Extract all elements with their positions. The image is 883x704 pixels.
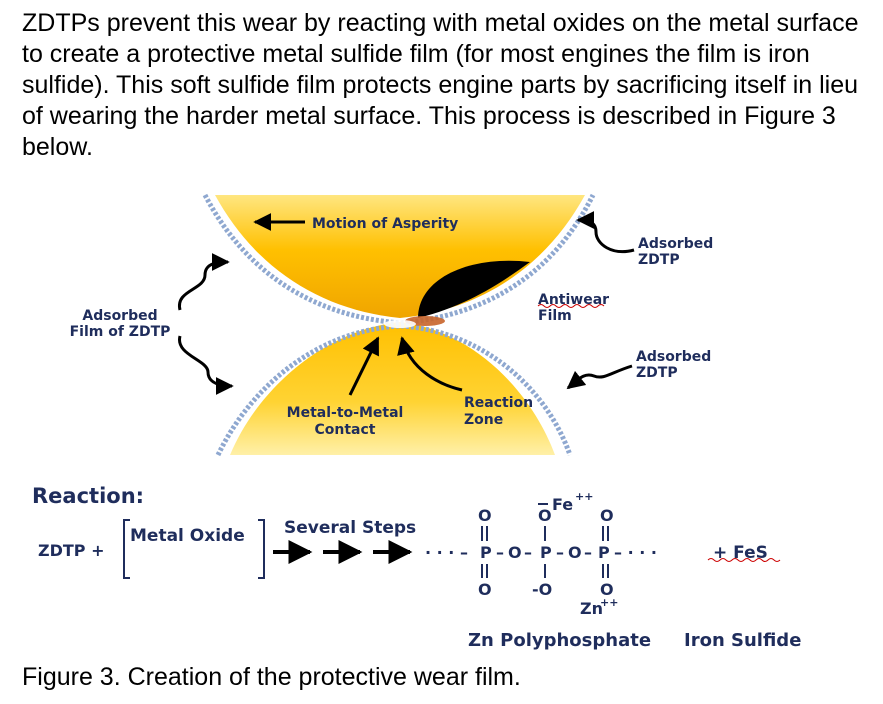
several-steps-label: Several Steps bbox=[284, 518, 416, 538]
oxygen-top-3: O bbox=[600, 506, 614, 525]
oxygen-top-1: O bbox=[478, 506, 492, 525]
zn-polyphosphate-label: Zn Polyphosphate bbox=[468, 630, 651, 651]
upper-asperity bbox=[215, 195, 585, 318]
motion-of-asperity-label: Motion of Asperity bbox=[312, 216, 458, 232]
svg-text:P: P bbox=[480, 543, 492, 562]
polyphosphate-structure: · · · – P – O – P – O – P – · · · bbox=[425, 543, 657, 562]
adsorbed-left-label-1: Adsorbed bbox=[82, 308, 157, 324]
zn-charge: ++ bbox=[600, 596, 618, 609]
pointer-reaction-zone bbox=[397, 336, 463, 392]
adsorbed-right-label-1: Adsorbed bbox=[636, 349, 711, 365]
svg-text:P: P bbox=[540, 543, 552, 562]
fe-ion: Fe bbox=[552, 495, 573, 514]
pointer-left-upper bbox=[178, 253, 230, 311]
zn-ion: Zn bbox=[580, 599, 603, 618]
pointer-left-lower bbox=[178, 335, 234, 395]
contact-label-1: Metal-to-Metal bbox=[287, 405, 404, 421]
pointer-right-lower bbox=[566, 364, 633, 390]
bracket-right bbox=[258, 519, 265, 579]
contact-label-2: Contact bbox=[315, 422, 376, 438]
svg-text:–: – bbox=[556, 543, 564, 562]
svg-text:O: O bbox=[568, 543, 582, 562]
oxygen-bottom-1: O bbox=[478, 580, 492, 599]
antiwear-film bbox=[418, 260, 530, 318]
pointer-contact bbox=[348, 336, 380, 396]
adsorbed-top-label-1: Adsorbed bbox=[638, 236, 713, 252]
zdtp-plus: ZDTP + bbox=[38, 541, 105, 560]
antiwear-label-1: Antiwear bbox=[538, 292, 609, 308]
reaction-zone-label-1: Reaction bbox=[464, 395, 533, 411]
intro-paragraph: ZDTPs prevent this wear by reacting with… bbox=[22, 9, 859, 161]
pointer-top-right bbox=[576, 211, 635, 253]
svg-text:· · · –: · · · – bbox=[425, 543, 468, 562]
oxygen-bottom-3: O bbox=[600, 580, 614, 599]
svg-text:–: – bbox=[524, 543, 532, 562]
antiwear-label-2: Film bbox=[538, 308, 572, 324]
adsorbed-right-label-2: ZDTP bbox=[636, 365, 678, 381]
iron-sulfide-label: Iron Sulfide bbox=[684, 630, 801, 651]
metal-oxide-label: Metal Oxide bbox=[130, 526, 245, 546]
svg-text:–: – bbox=[496, 543, 504, 562]
lower-asperity bbox=[230, 322, 555, 455]
svg-text:–: – bbox=[584, 543, 592, 562]
adsorbed-top-label-2: ZDTP bbox=[638, 252, 680, 268]
plus-fes-label: + FeS bbox=[713, 543, 768, 563]
oxygen-bottom-2: -O bbox=[532, 580, 552, 599]
reaction-zone-label-2: Zone bbox=[464, 412, 503, 428]
svg-text:P: P bbox=[598, 543, 610, 562]
reaction-heading: Reaction: bbox=[32, 484, 144, 508]
oxygen-top-2: O bbox=[538, 506, 552, 525]
adsorbed-left-label-2: Film of ZDTP bbox=[70, 324, 171, 340]
fe-charge: ++ bbox=[575, 490, 593, 503]
svg-text:– · · ·: – · · · bbox=[614, 543, 657, 562]
bracket-left bbox=[123, 519, 130, 579]
svg-text:O: O bbox=[508, 543, 522, 562]
figure-caption: Figure 3. Creation of the protective wea… bbox=[22, 663, 521, 691]
adsorbed-film-chain bbox=[202, 193, 596, 457]
